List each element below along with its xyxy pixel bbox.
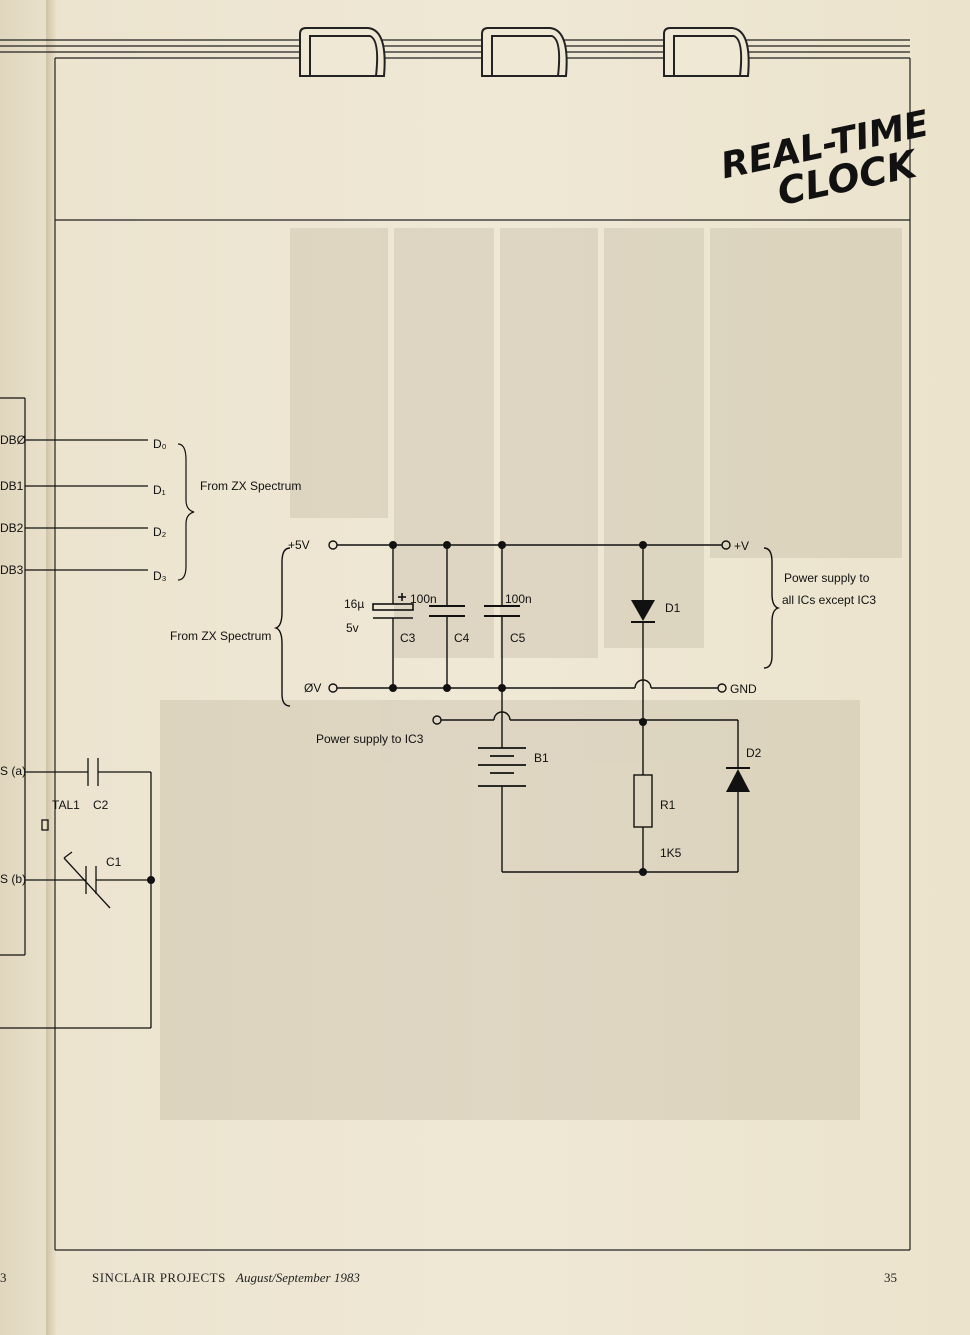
page-number: 35 (884, 1270, 897, 1285)
c4-label: C4 (454, 631, 470, 645)
power-source-label: From ZX Spectrum (170, 629, 271, 643)
out-plus-label: +V (734, 539, 749, 553)
battery-b1-symbol (478, 747, 526, 787)
osc-pin-b: S (b) (0, 872, 26, 886)
bus-label-db1: DB1 (0, 479, 24, 493)
power-circuit-wires (273, 540, 781, 873)
background-text-blocks (160, 228, 902, 1120)
c3-label: C3 (400, 631, 416, 645)
c4-value: 100n (410, 592, 437, 606)
resistor-r1-symbol (633, 774, 653, 828)
bus-label-db0: DBØ (0, 433, 26, 447)
c3-value1: 16µ (344, 597, 364, 611)
c5-value: 100n (505, 592, 532, 606)
ic3-supply-label: Power supply to IC3 (316, 732, 424, 746)
capacitor-c3-symbol (372, 593, 414, 619)
b1-label: B1 (534, 751, 549, 765)
data-bus (0, 397, 195, 956)
output-d1: D₁ (153, 483, 166, 497)
bus-label-db2: DB2 (0, 521, 24, 535)
d2-label: D2 (746, 746, 762, 760)
c2-label: C2 (93, 798, 109, 812)
xtal-label: TAL1 (52, 798, 80, 812)
c1-label: C1 (106, 855, 122, 869)
binder-clip-2 (481, 27, 568, 77)
capacitor-c5-symbol (484, 605, 520, 617)
output-d0: D₀ (153, 437, 167, 451)
out-gnd-label: GND (730, 682, 757, 696)
d1-label: D1 (665, 601, 681, 615)
zero-v-label: ØV (304, 681, 321, 695)
r1-label: R1 (660, 798, 676, 812)
left-page-number: 3 (0, 1270, 7, 1285)
bus-label-db3: DB3 (0, 563, 24, 577)
junction-dots (389, 541, 647, 876)
binder-clip-3 (663, 27, 750, 77)
power-note-line2: all ICs except IC3 (782, 593, 876, 607)
data-source-label: From ZX Spectrum (200, 479, 301, 493)
diode-d1-symbol (631, 600, 655, 623)
diode-d2-symbol (726, 767, 750, 792)
output-d3: D₃ (153, 569, 167, 583)
page-gutter (46, 0, 56, 1335)
plus5v-label: +5V (288, 538, 310, 552)
oscillator-wires (0, 758, 152, 1029)
header-rules (0, 39, 911, 1251)
real-time-clock-logo: REAL-TIME CLOCK (717, 103, 932, 214)
output-d2: D₂ (153, 525, 167, 539)
binder-clip-1 (299, 27, 386, 77)
osc-pin-a: S (a) (0, 764, 26, 778)
capacitor-c4-symbol (429, 605, 465, 617)
power-note-line1: Power supply to (784, 571, 870, 585)
c5-label: C5 (510, 631, 526, 645)
footer-issue: August/September 1983 (236, 1270, 360, 1285)
oscillator-junction (147, 876, 155, 884)
footer-magazine: SINCLAIR PROJECTS (92, 1270, 226, 1285)
c3-value2: 5v (346, 621, 359, 635)
r1-value: 1K5 (660, 846, 682, 860)
